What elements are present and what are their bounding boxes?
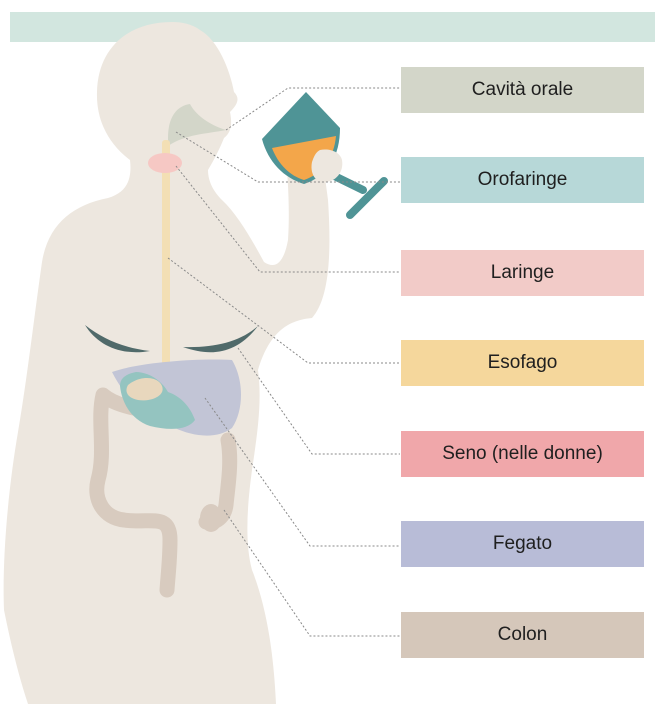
label-esophagus: Esofago — [401, 340, 644, 386]
label-larynx: Laringe — [401, 250, 644, 296]
larynx — [148, 153, 182, 173]
leader-breast — [238, 348, 400, 454]
label-liver: Fegato — [401, 521, 644, 567]
top-band — [10, 12, 655, 42]
label-breast: Seno (nelle donne) — [401, 431, 644, 477]
label-oral-cavity: Cavità orale — [401, 67, 644, 113]
appendix — [200, 504, 222, 532]
label-oropharynx: Orofaringe — [401, 157, 644, 203]
label-colon: Colon — [401, 612, 644, 658]
